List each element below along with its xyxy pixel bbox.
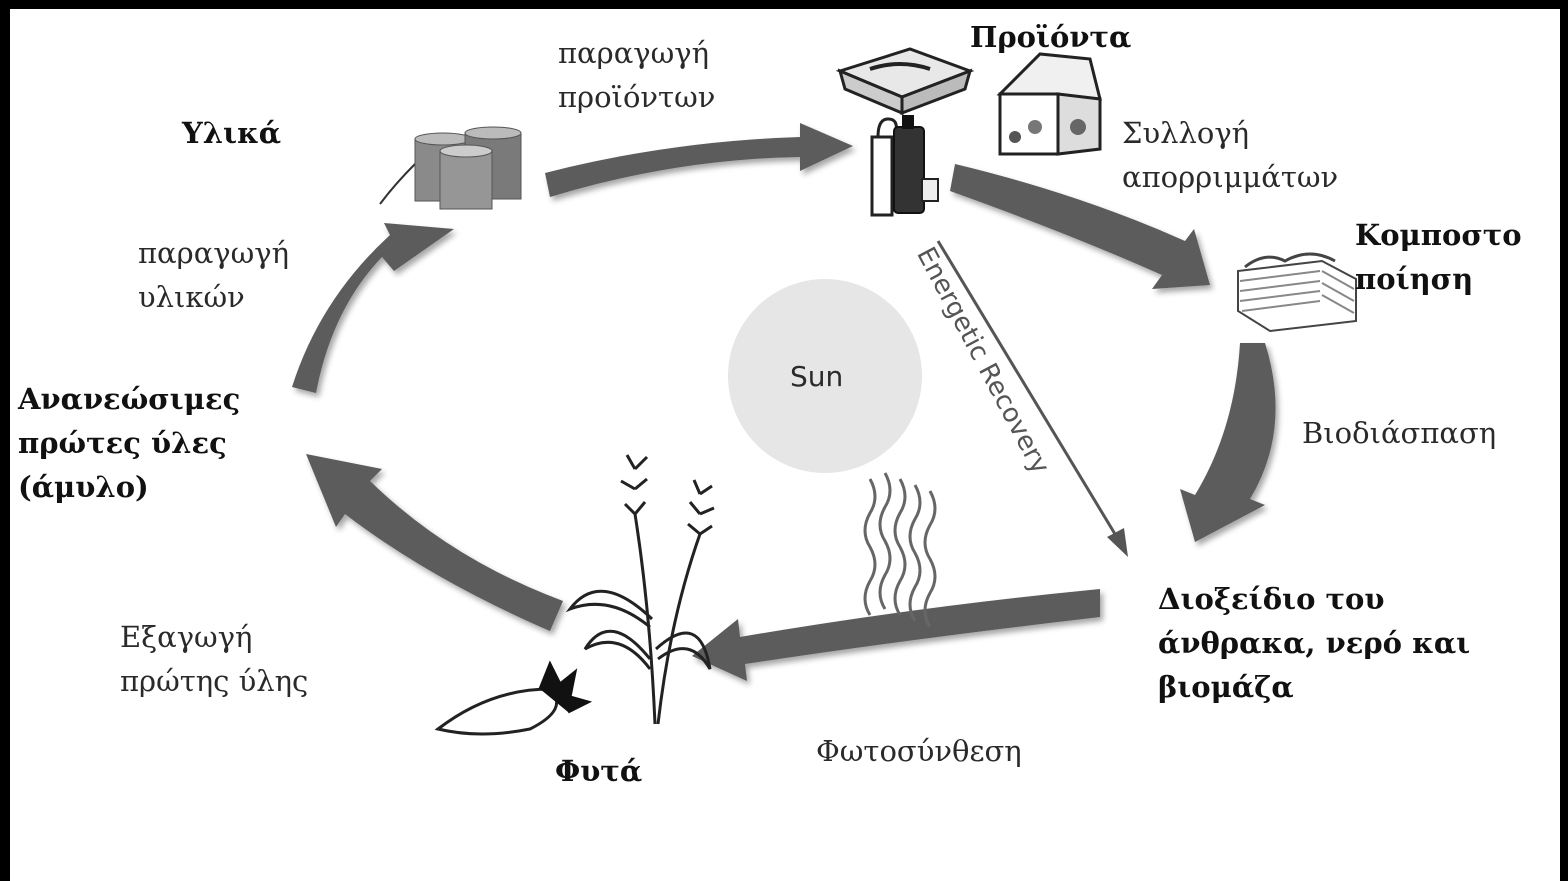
process-waste-collection: Συλλογή απορριμμάτων (1122, 111, 1338, 199)
node-composting-line-2: ποίηση (1355, 257, 1522, 301)
node-products: Προϊόντα (970, 15, 1131, 59)
node-co2-line-2: άνθρακα, νερό και (1158, 621, 1470, 665)
food-tray-icon (840, 49, 970, 113)
node-co2-water-biomass: Διοξείδιο του άνθρακα, νερό και βιομάζα (1158, 577, 1470, 709)
node-co2-line-3: βιομάζα (1158, 665, 1470, 709)
node-plants: Φυτά (555, 749, 642, 793)
process-material-production-line-1: παραγωγή (138, 231, 289, 275)
process-material-production-line-2: υλικών (138, 275, 289, 319)
process-waste-collection-line-1: Συλλογή (1122, 111, 1338, 155)
node-renewable-line-1: Ανανεώσιμες (18, 377, 240, 421)
milk-carton-icon (1000, 54, 1100, 154)
process-product-production-line-2: προϊόντων (558, 75, 715, 119)
node-composting: Κομποστο ποίηση (1355, 213, 1522, 301)
process-extraction-line-2: πρώτης ύλης (120, 659, 308, 703)
node-renewable-materials: Ανανεώσιμες πρώτες ύλες (άμυλο) (18, 377, 240, 509)
process-material-production: παραγωγή υλικών (138, 231, 289, 319)
arrow-biodegradation (1180, 343, 1276, 542)
process-product-production-line-1: παραγωγή (558, 31, 715, 75)
heat-waves-icon (865, 473, 935, 627)
toiletries-icon (872, 115, 938, 215)
arrow-product-production (545, 123, 853, 197)
node-renewable-line-3: (άμυλο) (18, 465, 240, 509)
spools-icon (380, 127, 521, 209)
node-materials: Υλικά (182, 111, 281, 155)
compost-bin-icon (1238, 254, 1356, 331)
arrow-extraction (306, 454, 563, 631)
arrow-material-production (292, 223, 454, 393)
process-biodegradation: Βιοδιάσπαση (1302, 411, 1496, 455)
process-waste-collection-line-2: απορριμμάτων (1122, 155, 1338, 199)
node-co2-line-1: Διοξείδιο του (1158, 577, 1470, 621)
process-extraction: Εξαγωγή πρώτης ύλης (120, 615, 308, 703)
process-extraction-line-1: Εξαγωγή (120, 615, 308, 659)
process-product-production: παραγωγή προϊόντων (558, 31, 715, 119)
plant-stalk-icon (570, 455, 714, 724)
sun-label: Sun (790, 355, 843, 399)
node-composting-line-1: Κομποστο (1355, 213, 1522, 257)
node-renewable-line-2: πρώτες ύλες (18, 421, 240, 465)
energetic-recovery-arrowhead (1107, 528, 1128, 557)
sugar-beet-icon (438, 664, 588, 734)
diagram-frame: Sun Energetic Recovery Προϊόντα Υλικά Κο… (10, 9, 1560, 881)
process-photosynthesis: Φωτοσύνθεση (816, 729, 1022, 773)
